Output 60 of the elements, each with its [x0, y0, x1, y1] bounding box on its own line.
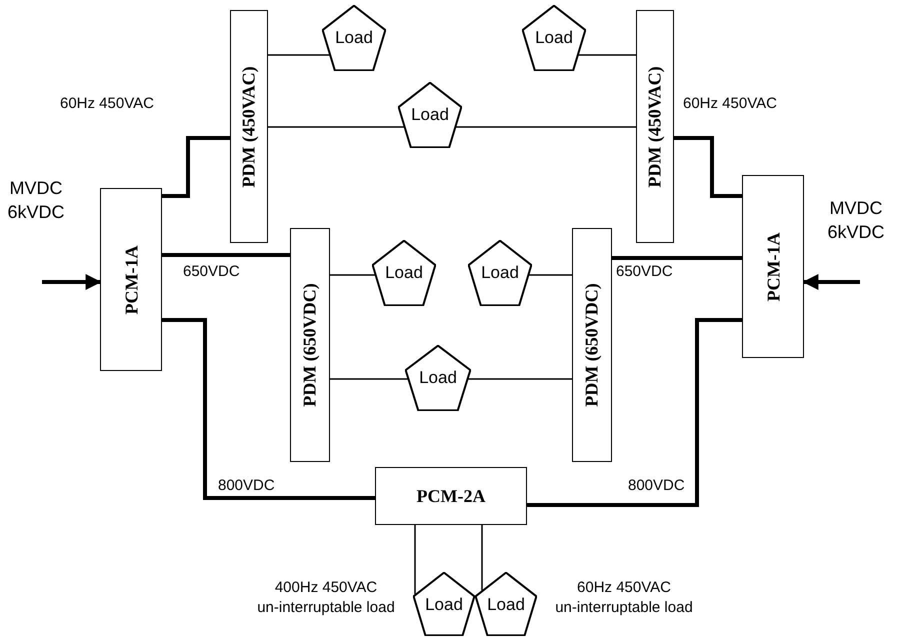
load-label: Load	[480, 264, 520, 281]
connection-line	[578, 54, 636, 56]
connection-line	[481, 525, 483, 590]
connection-line	[414, 525, 416, 594]
connection-line	[162, 136, 230, 198]
module-box	[636, 10, 674, 243]
load-label: Load	[486, 596, 526, 613]
load-label: Load	[384, 264, 424, 281]
load-caption: un-interruptable load	[257, 598, 395, 618]
module-box	[742, 175, 804, 358]
connection-line	[330, 378, 408, 380]
module-box	[572, 228, 612, 462]
edge-label: 800VDC	[218, 478, 275, 493]
connection-line	[268, 126, 404, 128]
module-label: PCM-1A	[122, 245, 140, 314]
connection-line	[468, 378, 572, 380]
load-label: Load	[418, 369, 458, 386]
load-label: Load	[410, 106, 450, 123]
module-label: PDM (450VAC)	[240, 66, 258, 188]
connection-line	[456, 126, 636, 128]
connection-line	[162, 253, 290, 257]
edge-label: 60Hz 450VAC	[683, 96, 777, 111]
connection-line	[268, 54, 330, 56]
load-caption: un-interruptable load	[555, 598, 693, 618]
load-pentagon	[468, 240, 532, 306]
converter-box	[375, 467, 527, 525]
connection-line	[612, 256, 742, 260]
voltage-label: MVDC 6kVDC	[826, 197, 886, 244]
input-arrow	[42, 274, 102, 290]
edge-label: 800VDC	[628, 478, 685, 493]
load-caption: 400Hz 450VAC	[274, 578, 378, 598]
connection-line	[529, 274, 572, 276]
module-label: PDM (450VAC)	[646, 66, 664, 188]
module-label: PCM-2A	[416, 487, 486, 505]
edge-label: 650VDC	[183, 264, 240, 279]
module-label: PCM-1A	[764, 232, 782, 301]
module-label: PDM (650VDC)	[583, 283, 601, 407]
connection-line	[674, 136, 742, 198]
load-label: Load	[334, 29, 374, 46]
edge-label: 60Hz 450VAC	[60, 96, 154, 111]
connection-line	[527, 318, 742, 507]
edge-label: 650VDC	[616, 264, 673, 279]
load-label: Load	[534, 29, 574, 46]
voltage-label: MVDC 6kVDC	[6, 177, 66, 224]
connection-line	[162, 318, 375, 500]
load-caption: 60Hz 450VAC	[577, 578, 671, 598]
load-pentagon	[405, 345, 471, 411]
load-pentagon	[398, 82, 462, 148]
module-box	[290, 228, 330, 462]
module-box	[230, 10, 268, 243]
connection-line	[330, 274, 375, 276]
module-label: PDM (650VDC)	[301, 283, 319, 407]
load-pentagon	[322, 5, 386, 71]
load-label: Load	[424, 596, 464, 613]
load-pentagon	[475, 572, 537, 636]
module-box	[100, 188, 162, 371]
load-pentagon	[413, 572, 475, 636]
load-pentagon	[522, 5, 586, 71]
load-pentagon	[372, 240, 436, 306]
input-arrow	[802, 274, 860, 290]
